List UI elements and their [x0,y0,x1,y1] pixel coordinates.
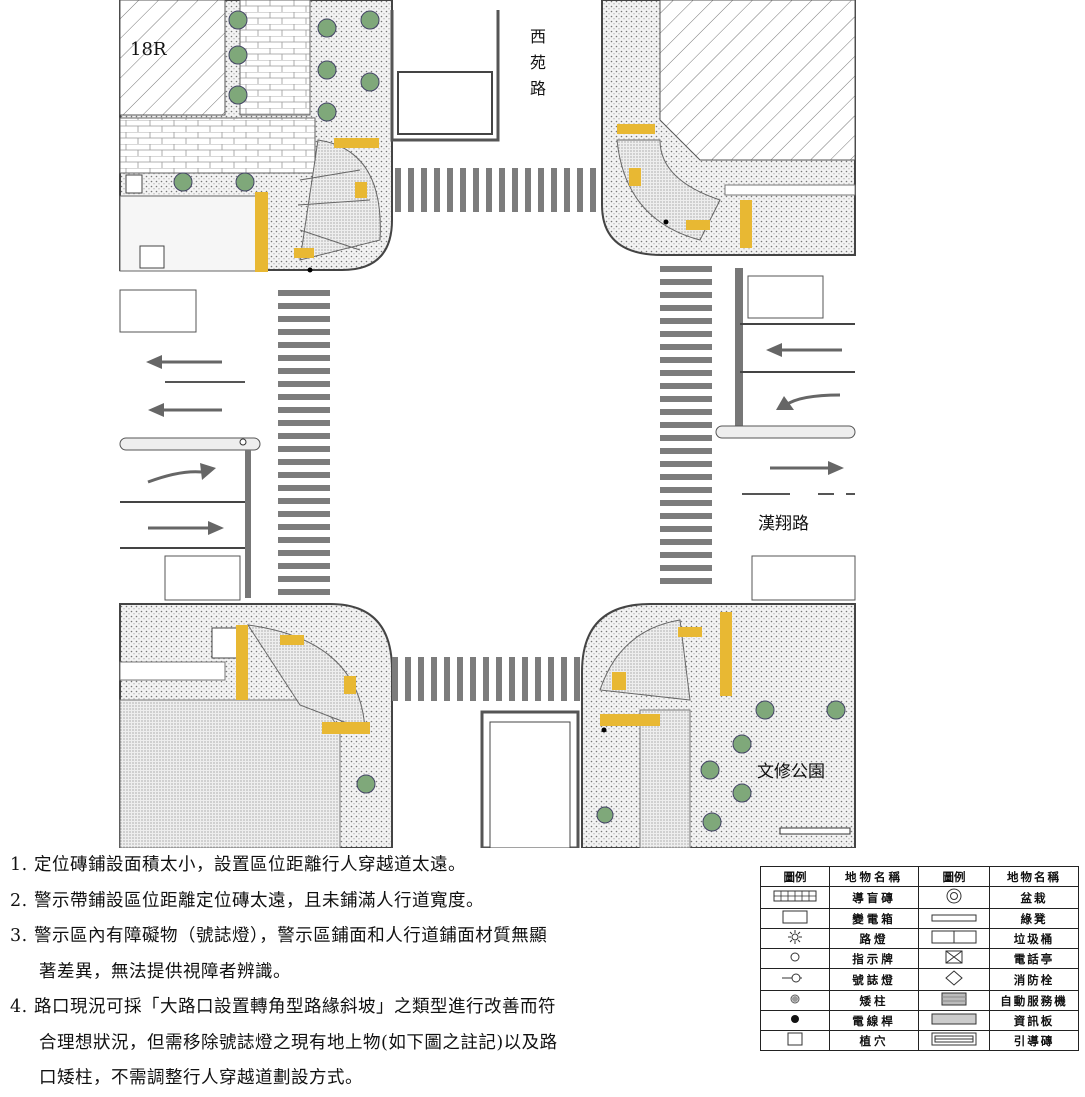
note-number: 4. [10,997,28,1017]
crosswalk-south [392,657,580,701]
tactile-paving-icon [760,886,830,909]
note-line: 2. 警示帶鋪設區位距離定位磚太遠，且未鋪滿人行道寬度。 [10,884,755,920]
note-text: 定位磚鋪設面積太小，設置區位距離行人穿越道太遠。 [34,855,466,875]
note-text: 警示帶鋪設區位距離定位磚太遠，且未鋪滿人行道寬度。 [34,890,484,911]
legend-name: 綠凳 [989,908,1079,929]
legend-name: 自動服務機 [989,990,1079,1011]
legend-row: 路燈 垃圾桶 [760,928,1079,949]
legend-name: 盆栽 [989,886,1079,909]
utility-pole-icon [760,1010,830,1031]
legend-row: 號誌燈 消防栓 [760,968,1079,991]
ne-corner [601,0,856,256]
transformer-box-icon [760,908,830,929]
bench-icon [918,908,990,929]
planter-icon [918,886,990,909]
crosswalk-north [395,168,596,212]
park-label: 文修公園 [757,762,825,782]
note-text: 著差異，無法提供視障者辨識。 [39,961,291,982]
se-corner: 文修公園 [581,603,856,848]
legend-row: 變電箱 綠凳 [760,908,1079,929]
legend-header-name: 地物名稱 [829,866,919,887]
note-line: 口矮柱，不需調整行人穿越道劃設方式。 [10,1061,755,1097]
note-text: 口矮柱，不需調整行人穿越道劃設方式。 [39,1068,363,1088]
legend-row: 指示牌 電話亭 [760,948,1079,969]
note-line: 著差異，無法提供視障者辨識。 [10,955,755,991]
legend-name: 電話亭 [989,948,1079,969]
legend-name: 矮柱 [829,990,919,1011]
legend-header-name-2: 地物名稱 [989,866,1079,887]
intersection-plan: 18R [119,0,856,848]
note-text: 路口現況可採「大路口設置轉角型路緣斜坡」之類型進行改善而符 [34,997,556,1017]
legend-name: 導盲磚 [829,886,919,909]
legend-name: 電線桿 [829,1010,919,1031]
legend-name: 變電箱 [829,908,919,929]
legend-name: 資訊板 [989,1010,1079,1031]
legend-name: 指示牌 [829,948,919,969]
legend-table: 圖例 地物名稱 圖例 地物名稱 導盲磚盆栽變電箱綠凳路燈垃圾桶指示牌電話亭號誌燈… [760,866,1079,1051]
legend-header-icon: 圖例 [760,866,830,887]
traffic-signal-icon [760,968,830,991]
note-number: 1. [10,855,28,875]
legend-name: 路燈 [829,928,919,949]
crosswalk-west [278,290,330,595]
legend-name: 植穴 [829,1030,919,1051]
legend-row: 電線桿 資訊板 [760,1010,1079,1031]
note-line: 1. 定位磚鋪設面積太小，設置區位距離行人穿越道太遠。 [10,848,755,884]
legend-name: 引導磚 [989,1030,1079,1051]
street-light-icon [760,928,830,949]
sw-corner [119,603,393,848]
legend-name: 號誌燈 [829,968,919,991]
lane-arrows [146,343,844,535]
trash-can-icon [918,928,990,949]
note-line: 3. 警示區內有障礙物（號誌燈），警示區鋪面和人行道鋪面材質無顯 [10,919,755,955]
note-number: 2. [10,890,28,911]
legend-row: 植穴 引導磚 [760,1030,1079,1051]
note-number: 3. [10,926,28,946]
vending-machine-icon [918,990,990,1011]
note-text: 合理想狀況，但需移除號誌燈之現有地上物(如下圖之註記)以及路 [39,1032,558,1053]
info-board-icon [918,1010,990,1031]
note-text: 警示區內有障礙物（號誌燈），警示區鋪面和人行道鋪面材質無顯 [34,926,548,946]
guide-tile-icon [918,1030,990,1051]
phone-booth-icon [918,948,990,969]
legend-header-icon-2: 圖例 [918,866,990,887]
road-label-north: 西苑路 [530,27,546,98]
fire-hydrant-icon [918,968,990,991]
notes-list: 1. 定位磚鋪設面積太小，設置區位距離行人穿越道太遠。 2. 警示帶鋪設區位距離定位磚… [10,848,755,1097]
legend-row: 導盲磚 盆栽 [760,886,1079,909]
sign-post-icon [760,948,830,969]
nw-corner: 18R [119,0,393,273]
legend-row: 矮柱 自動服務機 [760,990,1079,1011]
building-label: 18R [130,39,167,60]
legend-header: 圖例 地物名稱 圖例 地物名稱 [760,866,1079,887]
legend-name: 垃圾桶 [989,928,1079,949]
note-line: 合理想狀況，但需移除號誌燈之現有地上物(如下圖之註記)以及路 [10,1026,755,1062]
crosswalk-east [660,266,712,584]
tree-pit-icon [760,1030,830,1051]
legend-name: 消防栓 [989,968,1079,991]
note-line: 4. 路口現況可採「大路口設置轉角型路緣斜坡」之類型進行改善而符 [10,990,755,1026]
bollard-icon [760,990,830,1011]
road-label-east: 漢翔路 [758,514,809,534]
